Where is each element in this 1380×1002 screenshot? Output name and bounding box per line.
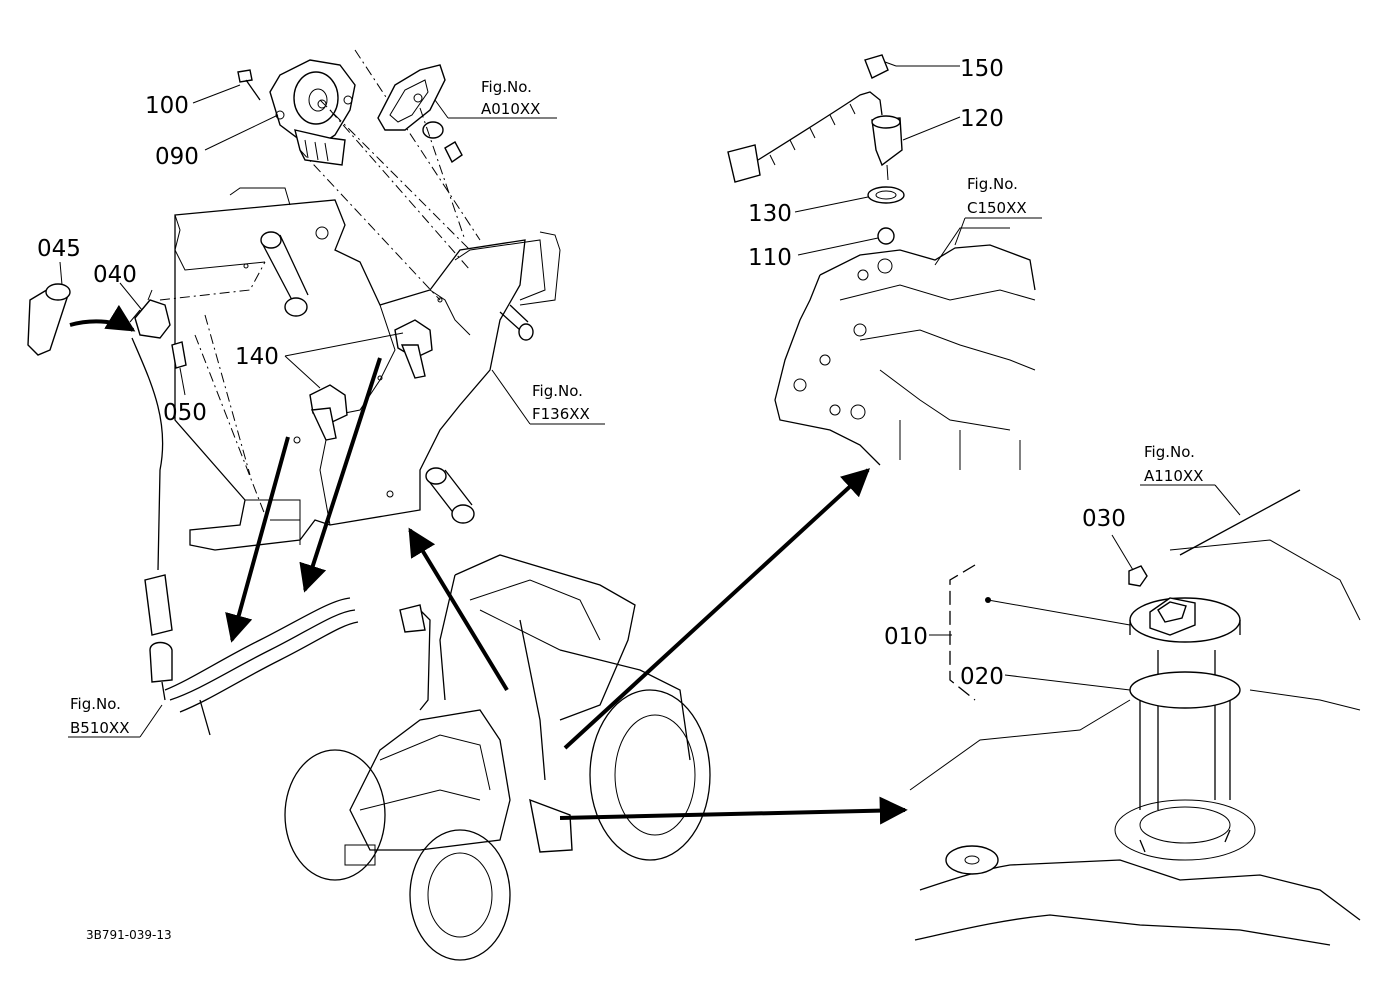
part-label-030: 030 xyxy=(1082,506,1126,532)
figref-b510-title: Fig.No. xyxy=(70,695,121,713)
engine-housing xyxy=(774,227,1036,470)
callout-arrows xyxy=(69,304,908,825)
part-label-010: 010 xyxy=(884,624,928,650)
figref-c150-title: Fig.No. xyxy=(967,175,1018,193)
plate-a010 xyxy=(377,64,466,241)
sensor-090 xyxy=(237,49,481,301)
cable-bundle xyxy=(164,597,359,736)
part-label-140: 140 xyxy=(235,344,279,370)
figref-c150-code: C150XX xyxy=(967,199,1027,217)
part-labels: 100 090 045 040 050 140 150 120 130 110 … xyxy=(37,56,1126,690)
figref-a110-code: A110XX xyxy=(1144,467,1203,485)
drawing-code: 3B791-039-13 xyxy=(86,928,172,942)
part-label-120: 120 xyxy=(960,106,1004,132)
figure-references: Fig.No. A010XX Fig.No. C150XX Fig.No. F1… xyxy=(70,78,1203,737)
part-label-020: 020 xyxy=(960,664,1004,690)
part-label-040: 040 xyxy=(93,262,137,288)
pedal-bracket-assembly xyxy=(174,187,561,551)
part-label-100: 100 xyxy=(145,93,189,119)
figref-f136-title: Fig.No. xyxy=(532,382,583,400)
fuel-gauge-assembly xyxy=(909,489,1361,946)
figref-a110-title: Fig.No. xyxy=(1144,443,1195,461)
clips-140 xyxy=(293,319,433,444)
part-label-050: 050 xyxy=(163,400,207,426)
figref-a010-title: Fig.No. xyxy=(481,78,532,96)
leader-lines xyxy=(59,61,1241,738)
part-label-110: 110 xyxy=(748,245,792,271)
tractor-illustration xyxy=(284,554,711,961)
figref-b510-code: B510XX xyxy=(70,719,129,737)
switch-040-harness xyxy=(27,261,266,701)
part-label-045: 045 xyxy=(37,236,81,262)
figref-a010-code: A010XX xyxy=(481,100,540,118)
part-label-150: 150 xyxy=(960,56,1004,82)
part-label-130: 130 xyxy=(748,201,792,227)
sender-120-assembly xyxy=(727,54,905,245)
figref-f136-code: F136XX xyxy=(532,405,590,423)
part-label-090: 090 xyxy=(155,144,199,170)
